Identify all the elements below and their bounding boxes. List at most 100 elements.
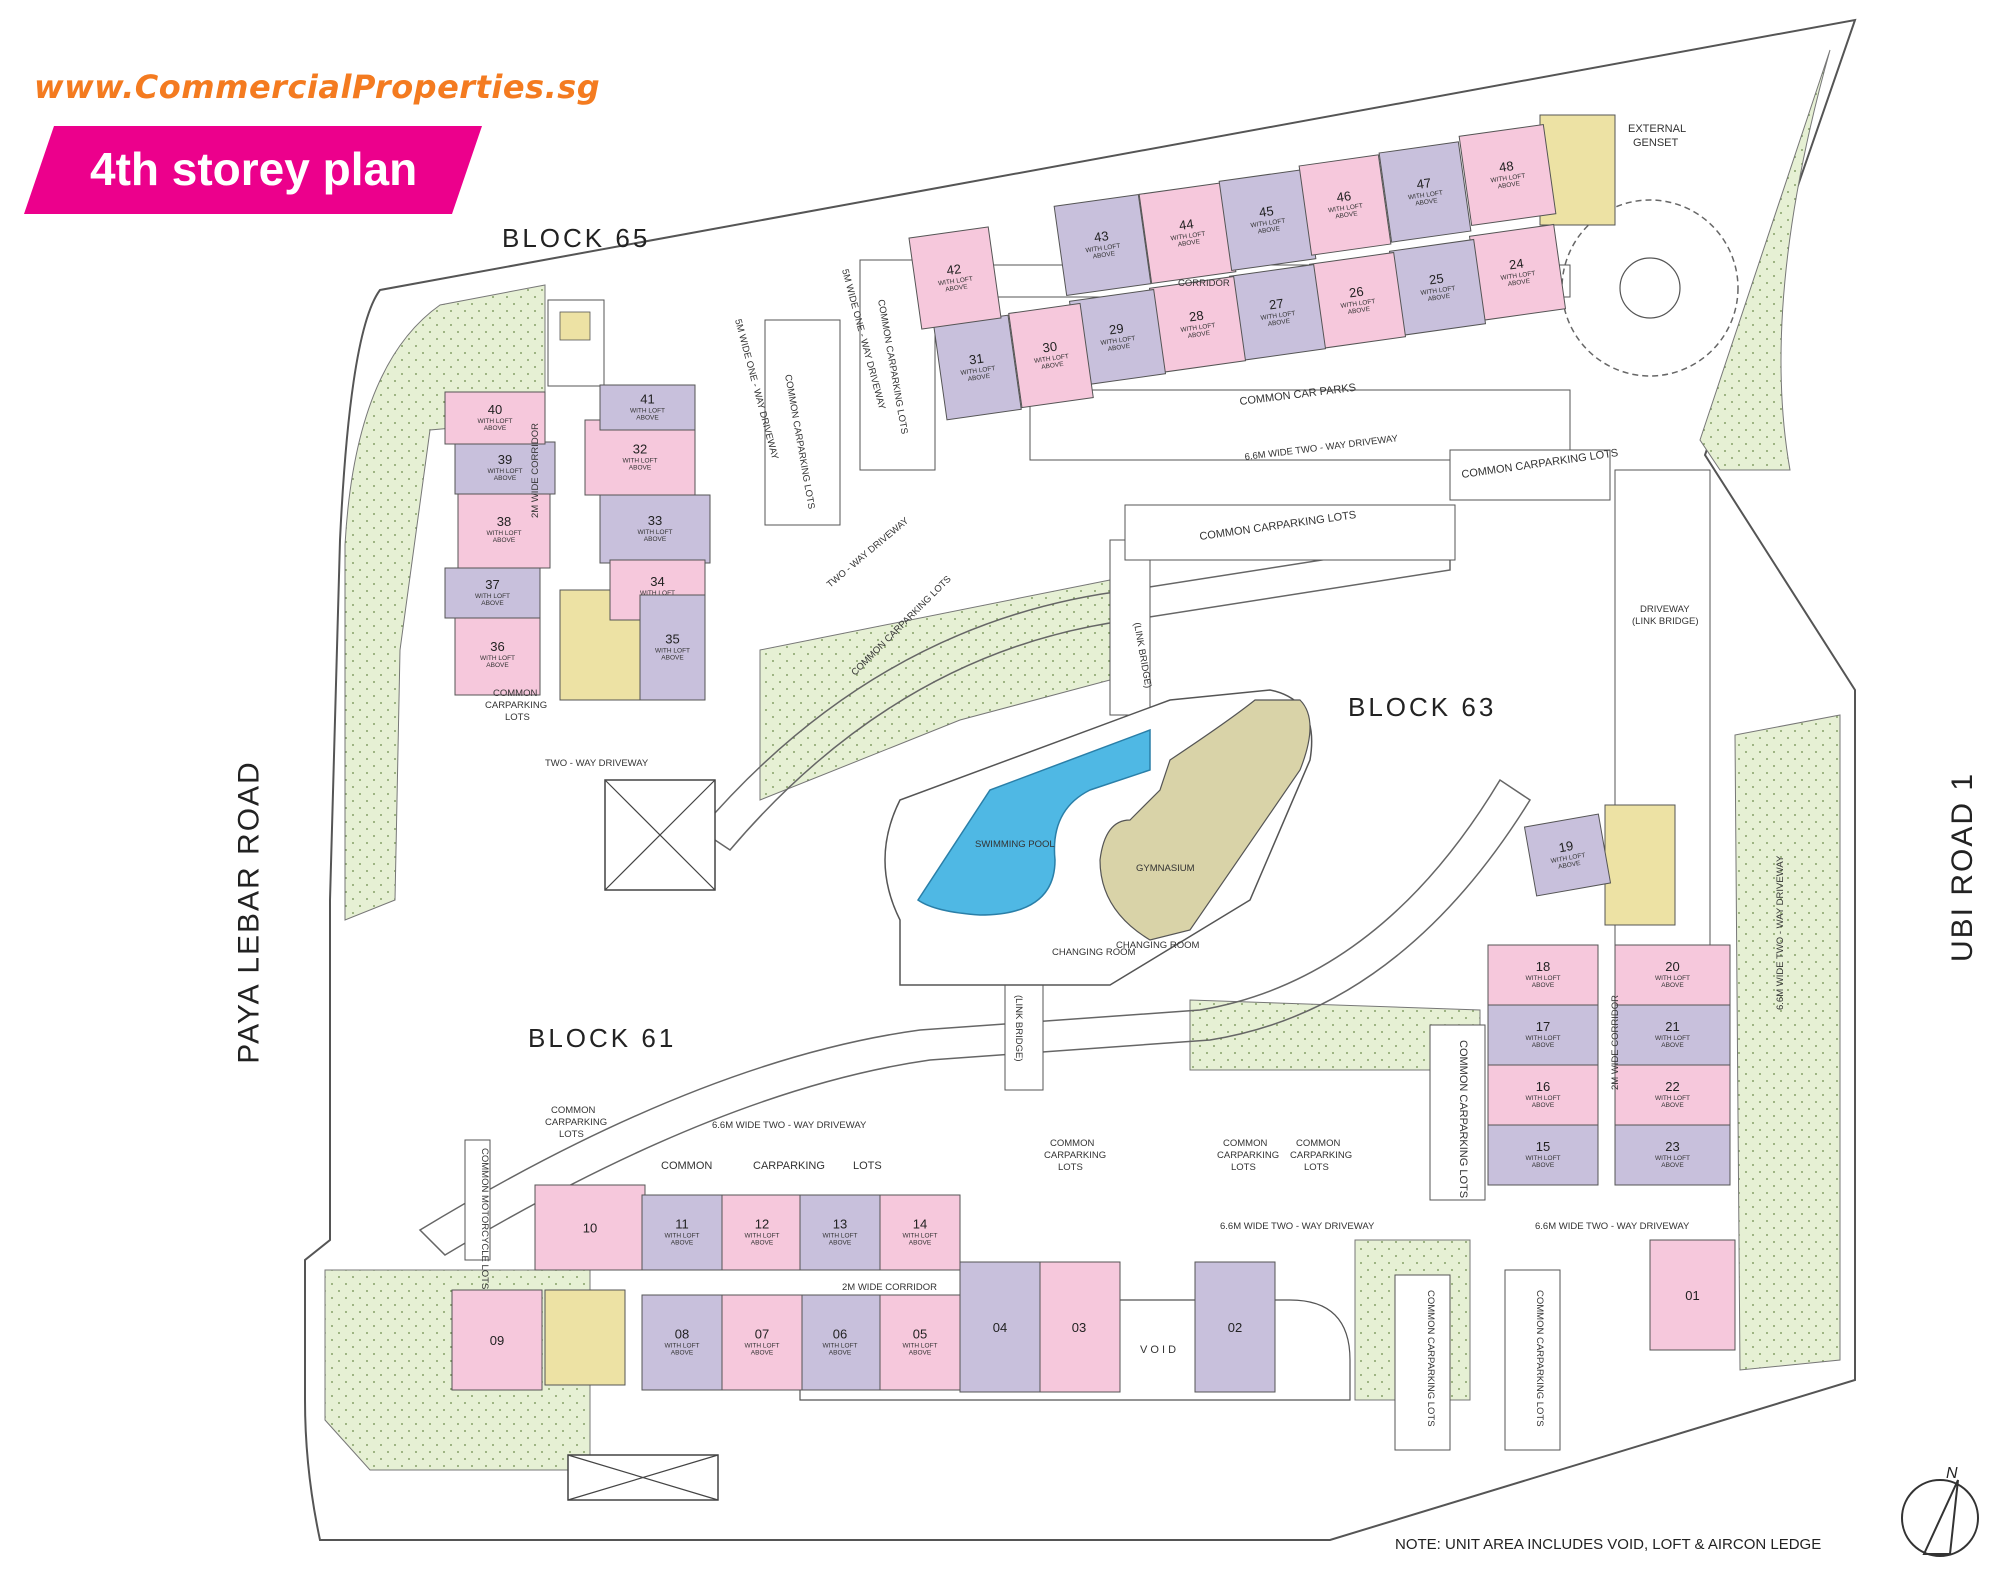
unit-32-loft-text: ABOVE [629,465,652,472]
link-bridge-north [1109,539,1151,716]
lift-core-b65-west [547,299,605,387]
unit-29-loft-text: WITH LOFT [1100,335,1136,347]
unit-13-shape [799,1194,881,1271]
label-carparking-stack-b61-1: COMMON [1050,1138,1094,1149]
label-carparking-b61-lots: LOTS [853,1160,882,1172]
unit-13-number: 13 [833,1217,847,1232]
unit-21-loft-text: WITH LOFT [1655,1035,1690,1042]
unit-36-loft-text: ABOVE [486,662,509,669]
unit-22-loft-text: WITH LOFT [1655,1095,1690,1102]
unit-33-loft-text: WITH LOFT [637,529,672,536]
label-two-way-west: TWO - WAY DRIVEWAY [545,758,649,769]
unit-45-number: 45 [1258,203,1274,220]
unit-06-number: 06 [833,1327,847,1342]
unit-25-loft-text: WITH LOFT [1420,285,1456,297]
unit-06-shape [799,1294,881,1391]
unit-14-loft-text: WITH LOFT [902,1233,937,1240]
unit-31-number: 31 [968,351,984,368]
unit-47-shape [1378,141,1472,243]
unit-08-shape [641,1294,723,1391]
unit-44-number: 44 [1178,216,1194,233]
unit-11-number: 11 [675,1217,689,1232]
label-carparking-stack-e-2: CARPARKING [545,1117,607,1128]
unit-36-loft-text: WITH LOFT [480,655,515,662]
label-gymnasium: GYMNASIUM [1136,863,1195,874]
unit-09: 09 [451,1289,543,1391]
label-external-genset-2: GENSET [1633,137,1679,149]
unit-44-loft-text: WITH LOFT [1170,231,1206,243]
unit-47-number: 47 [1416,175,1432,192]
driveway-lower-curve [418,778,1532,1256]
unit-35-loft-text: WITH LOFT [655,648,690,655]
unit-39-number: 39 [498,452,512,467]
unit-18-number: 18 [1536,959,1550,974]
unit-26-number: 26 [1348,284,1364,301]
unit-29-loft-text: ABOVE [1107,343,1131,353]
unit-07-loft-text: WITH LOFT [744,1343,779,1350]
unit-34-number: 34 [650,574,664,589]
link-bridge-south [1004,969,1044,1091]
label-2m-corridor-b61: 2M WIDE CORRIDOR [842,1282,937,1293]
label-swimming-pool: SWIMMING POOL [975,839,1055,850]
unit-39-loft-text: ABOVE [494,475,517,482]
north-label: N [1946,1465,1958,1482]
unit-30-loft-text: WITH LOFT [1034,353,1070,365]
label-changing-room-2: CHANGING ROOM [1116,940,1199,951]
unit-19-shape [1523,813,1612,897]
landscape-northeast [1699,49,1831,471]
unit-38-number: 38 [497,514,511,529]
unit-08-loft-text: WITH LOFT [664,1343,699,1350]
unit-05-shape [879,1294,961,1391]
label-driveway-66-b61: 6.6M WIDE TWO - WAY DRIVEWAY [712,1120,867,1131]
unit-20-number: 20 [1665,959,1679,974]
unit-42-loft-text: WITH LOFT [938,276,974,288]
unit-17-shape [1487,1004,1599,1066]
unit-21-shape [1614,1004,1731,1066]
label-void: V O I D [1140,1344,1176,1356]
unit-11-loft-text: WITH LOFT [664,1233,699,1240]
unit-14-shape [879,1194,961,1271]
unit-09-shape [451,1289,543,1391]
turning-island [1619,257,1681,319]
unit-23-number: 23 [1665,1139,1679,1154]
unit-48-number: 48 [1498,158,1514,175]
label-carparking-stack-c-3: LOTS [1231,1162,1256,1173]
unit-28-number: 28 [1188,308,1204,325]
unit-15-number: 15 [1536,1139,1550,1154]
unit-13-loft-text: ABOVE [829,1240,852,1247]
unit-16-loft-text: ABOVE [1532,1102,1555,1109]
unit-41-number: 41 [640,392,654,407]
unit-43-shape [1053,193,1152,297]
unit-12-number: 12 [755,1217,769,1232]
unit-43-loft-text: ABOVE [1092,250,1116,260]
unit-34-loft-text: WITH LOFT [640,590,675,597]
unit-39-shape [454,441,556,495]
unit-37-loft-text: ABOVE [481,600,504,607]
label-carparking-b61-carparking: CARPARKING [753,1160,825,1172]
unit-17-loft-text: WITH LOFT [1525,1035,1560,1042]
unit-05-loft-text: ABOVE [909,1350,932,1357]
unit-10-number: 10 [583,1221,597,1236]
unit-45-loft-text: WITH LOFT [1250,218,1286,230]
label-driveway-66-east: 6.6M WIDE TWO - WAY DRIVEWAY [1535,1221,1690,1232]
unit-33-shape [599,494,711,564]
unit-26-loft-text: WITH LOFT [1340,298,1376,310]
unit-12-loft-text: WITH LOFT [744,1233,779,1240]
label-carparking-west-1: COMMON [493,688,537,699]
